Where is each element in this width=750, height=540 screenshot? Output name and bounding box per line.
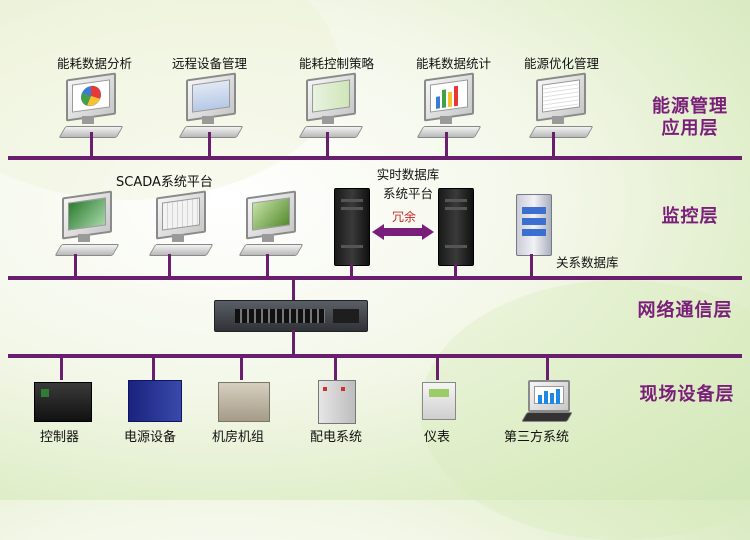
bus-connector [546, 356, 549, 380]
power-supply-device[interactable] [128, 380, 182, 422]
app-node-label: 远程设备管理 [172, 56, 248, 71]
rtdb-label-line1: 实时数据库 [376, 167, 440, 182]
workstation-energy-analysis[interactable] [52, 72, 124, 152]
scada-workstation[interactable] [232, 190, 304, 270]
bus-connector [334, 356, 337, 380]
app-layer-bus [8, 156, 742, 160]
relational-db-server[interactable] [516, 194, 552, 256]
bus-connector [74, 254, 77, 278]
field-device-label: 电源设备 [124, 430, 177, 445]
workstation-remote-device-mgmt[interactable] [172, 72, 244, 152]
bus-connector [90, 132, 93, 158]
field-layer-bus [8, 354, 742, 358]
keyboard-icon [238, 244, 304, 256]
bus-connector [350, 264, 353, 278]
monitor-icon [156, 190, 206, 240]
keyboard-icon [148, 244, 214, 256]
third-party-system[interactable] [518, 380, 578, 424]
bus-connector [266, 254, 269, 278]
layer-label-monitor: 监控层 [661, 206, 719, 227]
bus-connector [454, 264, 457, 278]
monitor-icon [186, 72, 236, 122]
bus-connector [240, 356, 243, 380]
bus-connector [552, 132, 555, 158]
keyboard-icon [54, 244, 120, 256]
background-swirl [420, 280, 750, 540]
network-switch[interactable] [214, 300, 368, 332]
rtdb-server-backup[interactable] [438, 188, 474, 266]
workstation-energy-statistics[interactable] [410, 72, 482, 152]
keyboard-icon [298, 126, 364, 138]
background-swirl [0, 0, 340, 200]
monitor-layer-bus [8, 276, 742, 280]
bus-connector [445, 132, 448, 158]
monitor-icon [62, 190, 112, 240]
bus-connector [168, 254, 171, 278]
monitor-icon [66, 72, 116, 122]
field-device-label: 仪表 [424, 430, 451, 445]
bus-connector [152, 356, 155, 380]
controller-device[interactable] [34, 382, 92, 422]
keyboard-icon [528, 126, 594, 138]
redundancy-arrow-icon [372, 224, 434, 240]
bus-connector [530, 254, 533, 278]
monitor-icon [424, 72, 474, 122]
scada-platform-label: SCADA系统平台 [116, 175, 213, 190]
monitor-icon [528, 380, 570, 412]
field-device-label: 第三方系统 [504, 430, 570, 445]
app-node-label: 能源优化管理 [524, 56, 600, 71]
layer-label-field: 现场设备层 [639, 384, 735, 405]
rtdb-label: 实时数据库 系统平台 [366, 164, 450, 202]
machine-room-unit[interactable] [218, 382, 270, 422]
bus-connector [60, 356, 63, 380]
field-device-label: 配电系统 [310, 430, 363, 445]
keyboard-icon [521, 412, 573, 422]
keyboard-icon [178, 126, 244, 138]
layer-label-network: 网络通信层 [637, 300, 733, 321]
workstation-energy-control[interactable] [292, 72, 364, 152]
app-node-label: 能耗控制策略 [299, 56, 375, 71]
power-distribution-cabinet[interactable] [318, 380, 356, 424]
field-device-label: 控制器 [40, 430, 80, 445]
monitor-icon [306, 72, 356, 122]
bus-connector [208, 132, 211, 158]
field-device-label: 机房机组 [212, 430, 265, 445]
rtdb-label-line2: 系统平台 [382, 186, 433, 201]
rtdb-server-primary[interactable] [334, 188, 370, 266]
bus-connector [292, 330, 295, 356]
meter-device[interactable] [422, 382, 456, 420]
bus-connector [292, 280, 295, 300]
layer-label-app: 能源管理 应用层 [652, 96, 728, 139]
bus-connector [326, 132, 329, 158]
monitor-icon [246, 190, 296, 240]
keyboard-icon [416, 126, 482, 138]
scada-workstation[interactable] [142, 190, 214, 270]
workstation-energy-optimization[interactable] [522, 72, 594, 152]
relational-db-label: 关系数据库 [556, 255, 619, 270]
bus-connector [436, 356, 439, 380]
redundancy-label: 冗余 [392, 210, 417, 224]
app-node-label: 能耗数据统计 [416, 56, 492, 71]
app-node-label: 能耗数据分析 [57, 56, 133, 71]
scada-workstation[interactable] [48, 190, 120, 270]
monitor-icon [536, 72, 586, 122]
